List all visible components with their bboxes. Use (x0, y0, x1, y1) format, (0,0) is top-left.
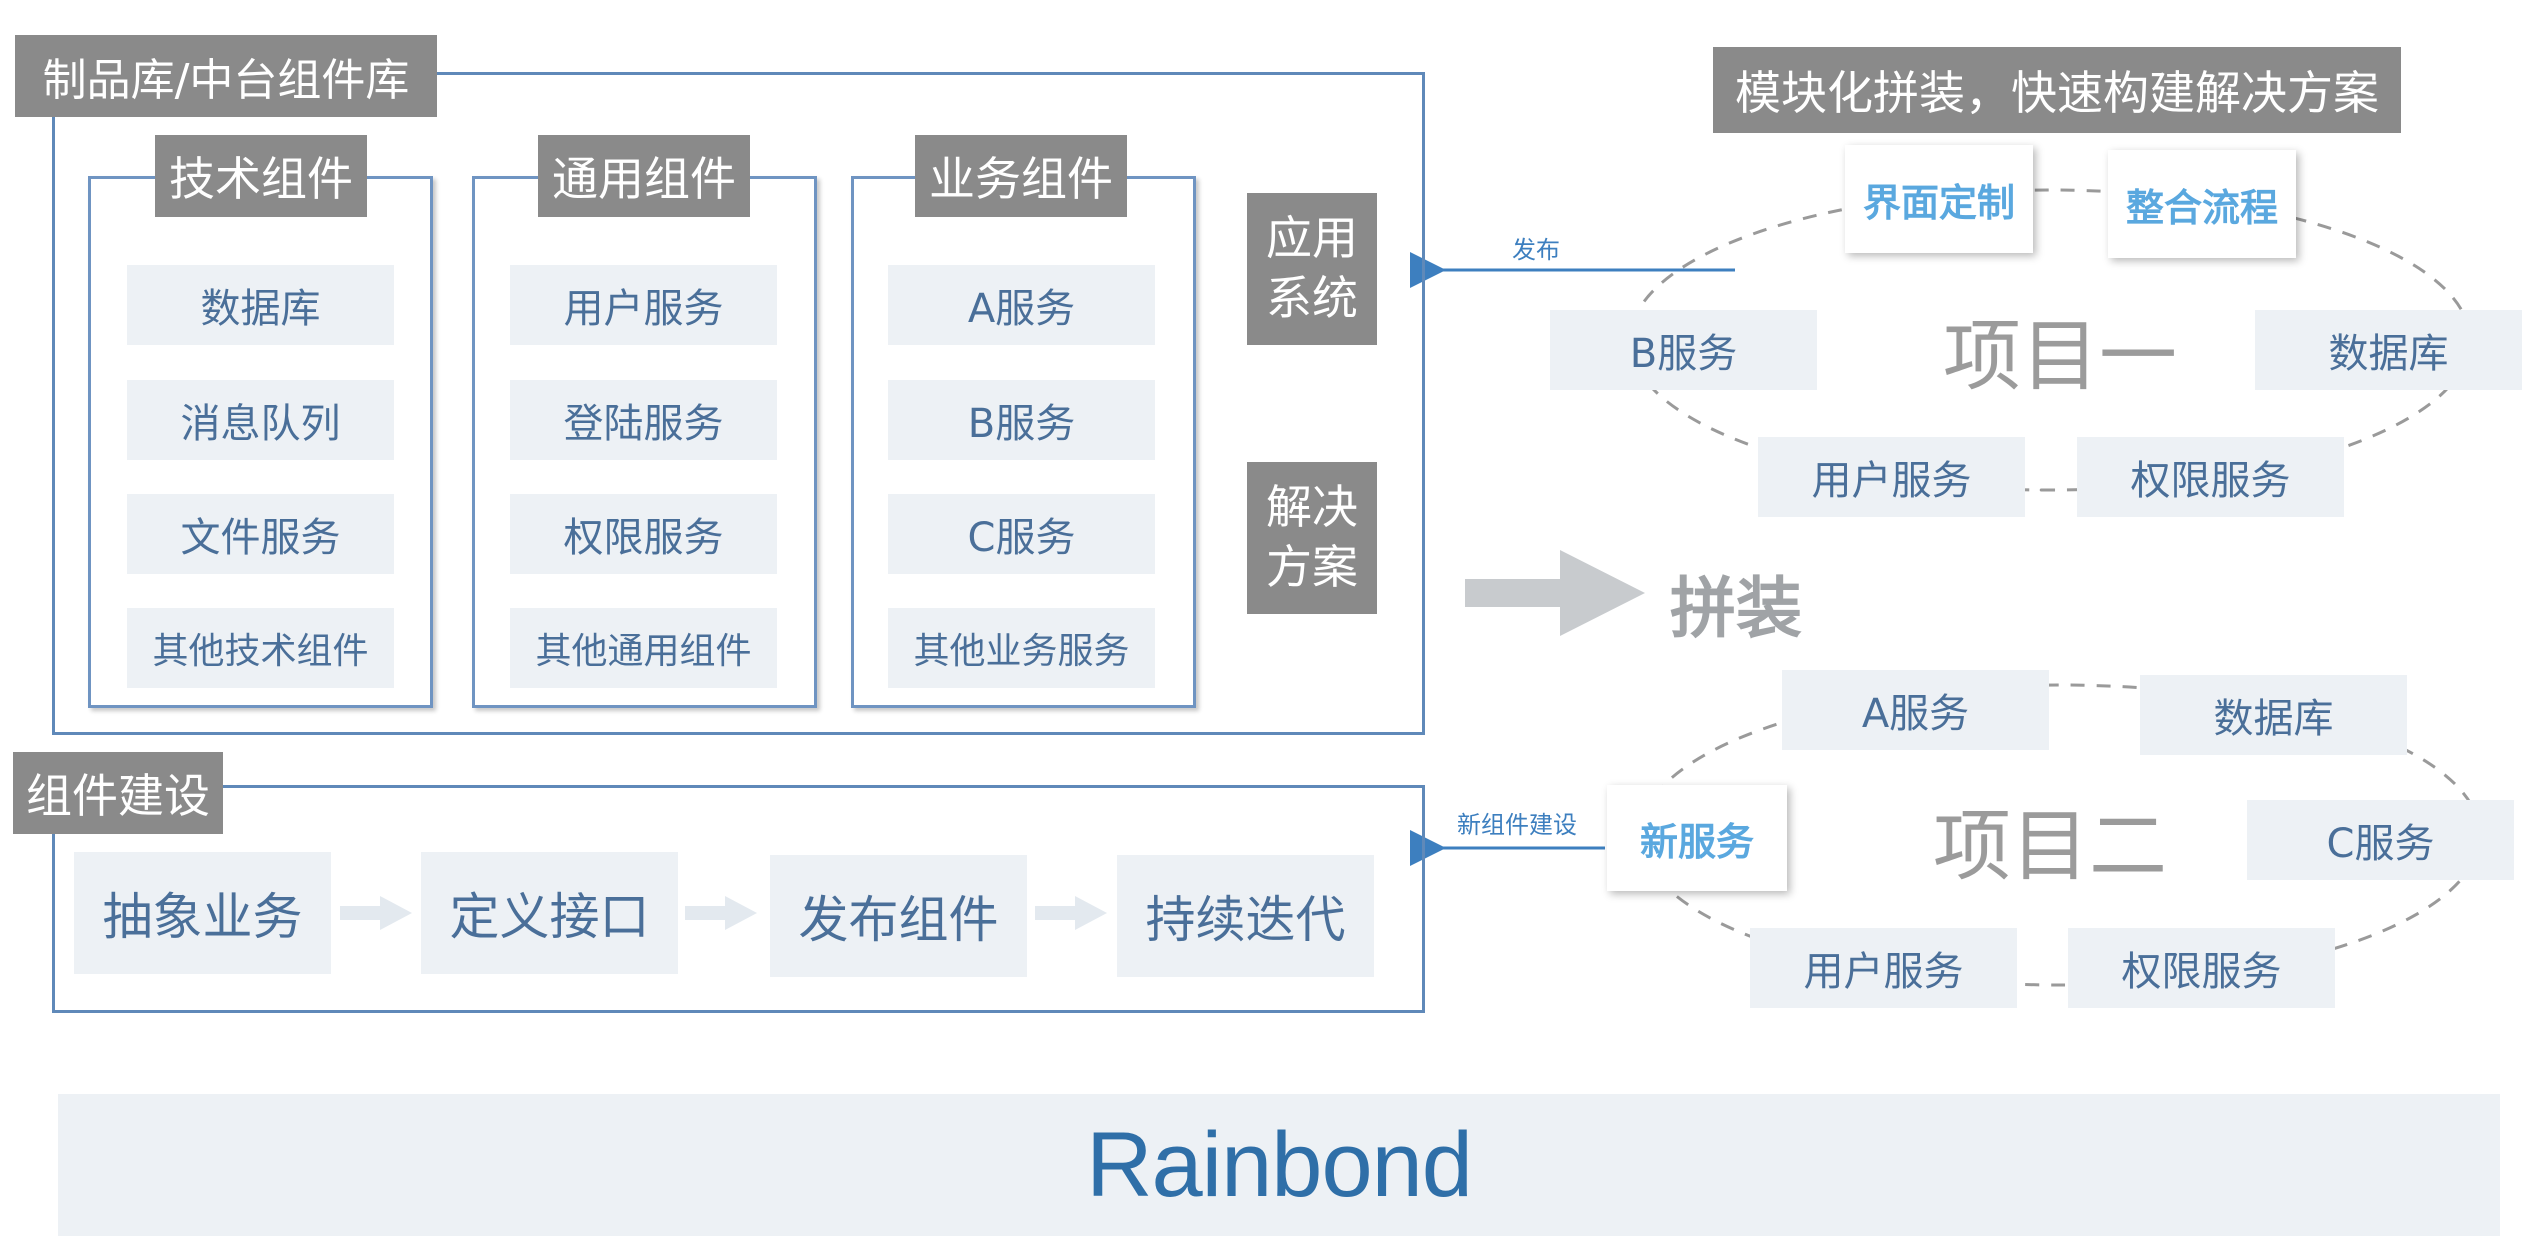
step-define[interactable]: 定义接口 (421, 852, 678, 974)
p1-service-b[interactable]: B服务 (1550, 310, 1817, 390)
app-system-label: 应用 系统 (1247, 193, 1377, 345)
step-iterate[interactable]: 持续迭代 (1117, 855, 1374, 977)
step-arrows (340, 896, 1107, 930)
group-common-title: 通用组件 (538, 135, 750, 217)
tile-business-1[interactable]: A服务 (888, 265, 1155, 345)
p1-database[interactable]: 数据库 (2255, 310, 2522, 390)
step-abstract[interactable]: 抽象业务 (74, 852, 331, 974)
build-title: 组件建设 (13, 752, 223, 834)
tile-business-4[interactable]: 其他业务服务 (888, 608, 1155, 688)
tile-common-4[interactable]: 其他通用组件 (510, 608, 777, 688)
library-title: 制品库/中台组件库 (15, 35, 437, 117)
p2-permission-service[interactable]: 权限服务 (2068, 928, 2335, 1008)
assembly-header: 模块化拼装，快速构建解决方案 (1713, 47, 2401, 133)
new-service-node[interactable]: 新服务 (1607, 785, 1787, 891)
tile-common-2[interactable]: 登陆服务 (510, 380, 777, 460)
assemble-label: 拼装 (1670, 570, 1802, 647)
solution-label: 解决 方案 (1247, 462, 1377, 614)
group-business-title: 业务组件 (915, 135, 1127, 217)
platform-bar: Rainbond (58, 1094, 2500, 1236)
platform-name: Rainbond (1086, 1113, 1473, 1216)
p1-user-service[interactable]: 用户服务 (1758, 437, 2025, 517)
build-frame (52, 785, 1425, 1013)
new-component-label: 新组件建设 (1457, 811, 1577, 839)
tile-common-1[interactable]: 用户服务 (510, 265, 777, 345)
p2-database[interactable]: 数据库 (2140, 675, 2407, 755)
tile-tech-2[interactable]: 消息队列 (127, 380, 394, 460)
step-publish[interactable]: 发布组件 (770, 855, 1027, 977)
p2-service-c[interactable]: C服务 (2247, 800, 2514, 880)
group-tech-title: 技术组件 (155, 135, 367, 217)
assemble-arrow (1465, 550, 1645, 636)
p1-permission-service[interactable]: 权限服务 (2077, 437, 2344, 517)
integrate-flow-node[interactable]: 整合流程 (2108, 150, 2296, 258)
p2-user-service[interactable]: 用户服务 (1750, 928, 2017, 1008)
library-frame (52, 72, 1425, 735)
tile-common-3[interactable]: 权限服务 (510, 494, 777, 574)
project-one-title: 项目一 (1942, 312, 2177, 402)
tile-business-3[interactable]: C服务 (888, 494, 1155, 574)
tile-tech-4[interactable]: 其他技术组件 (127, 608, 394, 688)
tile-tech-3[interactable]: 文件服务 (127, 494, 394, 574)
ui-customize-node[interactable]: 界面定制 (1845, 145, 2033, 253)
p2-service-a[interactable]: A服务 (1782, 670, 2049, 750)
project-two-title: 项目二 (1932, 802, 2167, 892)
tile-tech-1[interactable]: 数据库 (127, 265, 394, 345)
publish-label: 发布 (1512, 236, 1560, 264)
tile-business-2[interactable]: B服务 (888, 380, 1155, 460)
